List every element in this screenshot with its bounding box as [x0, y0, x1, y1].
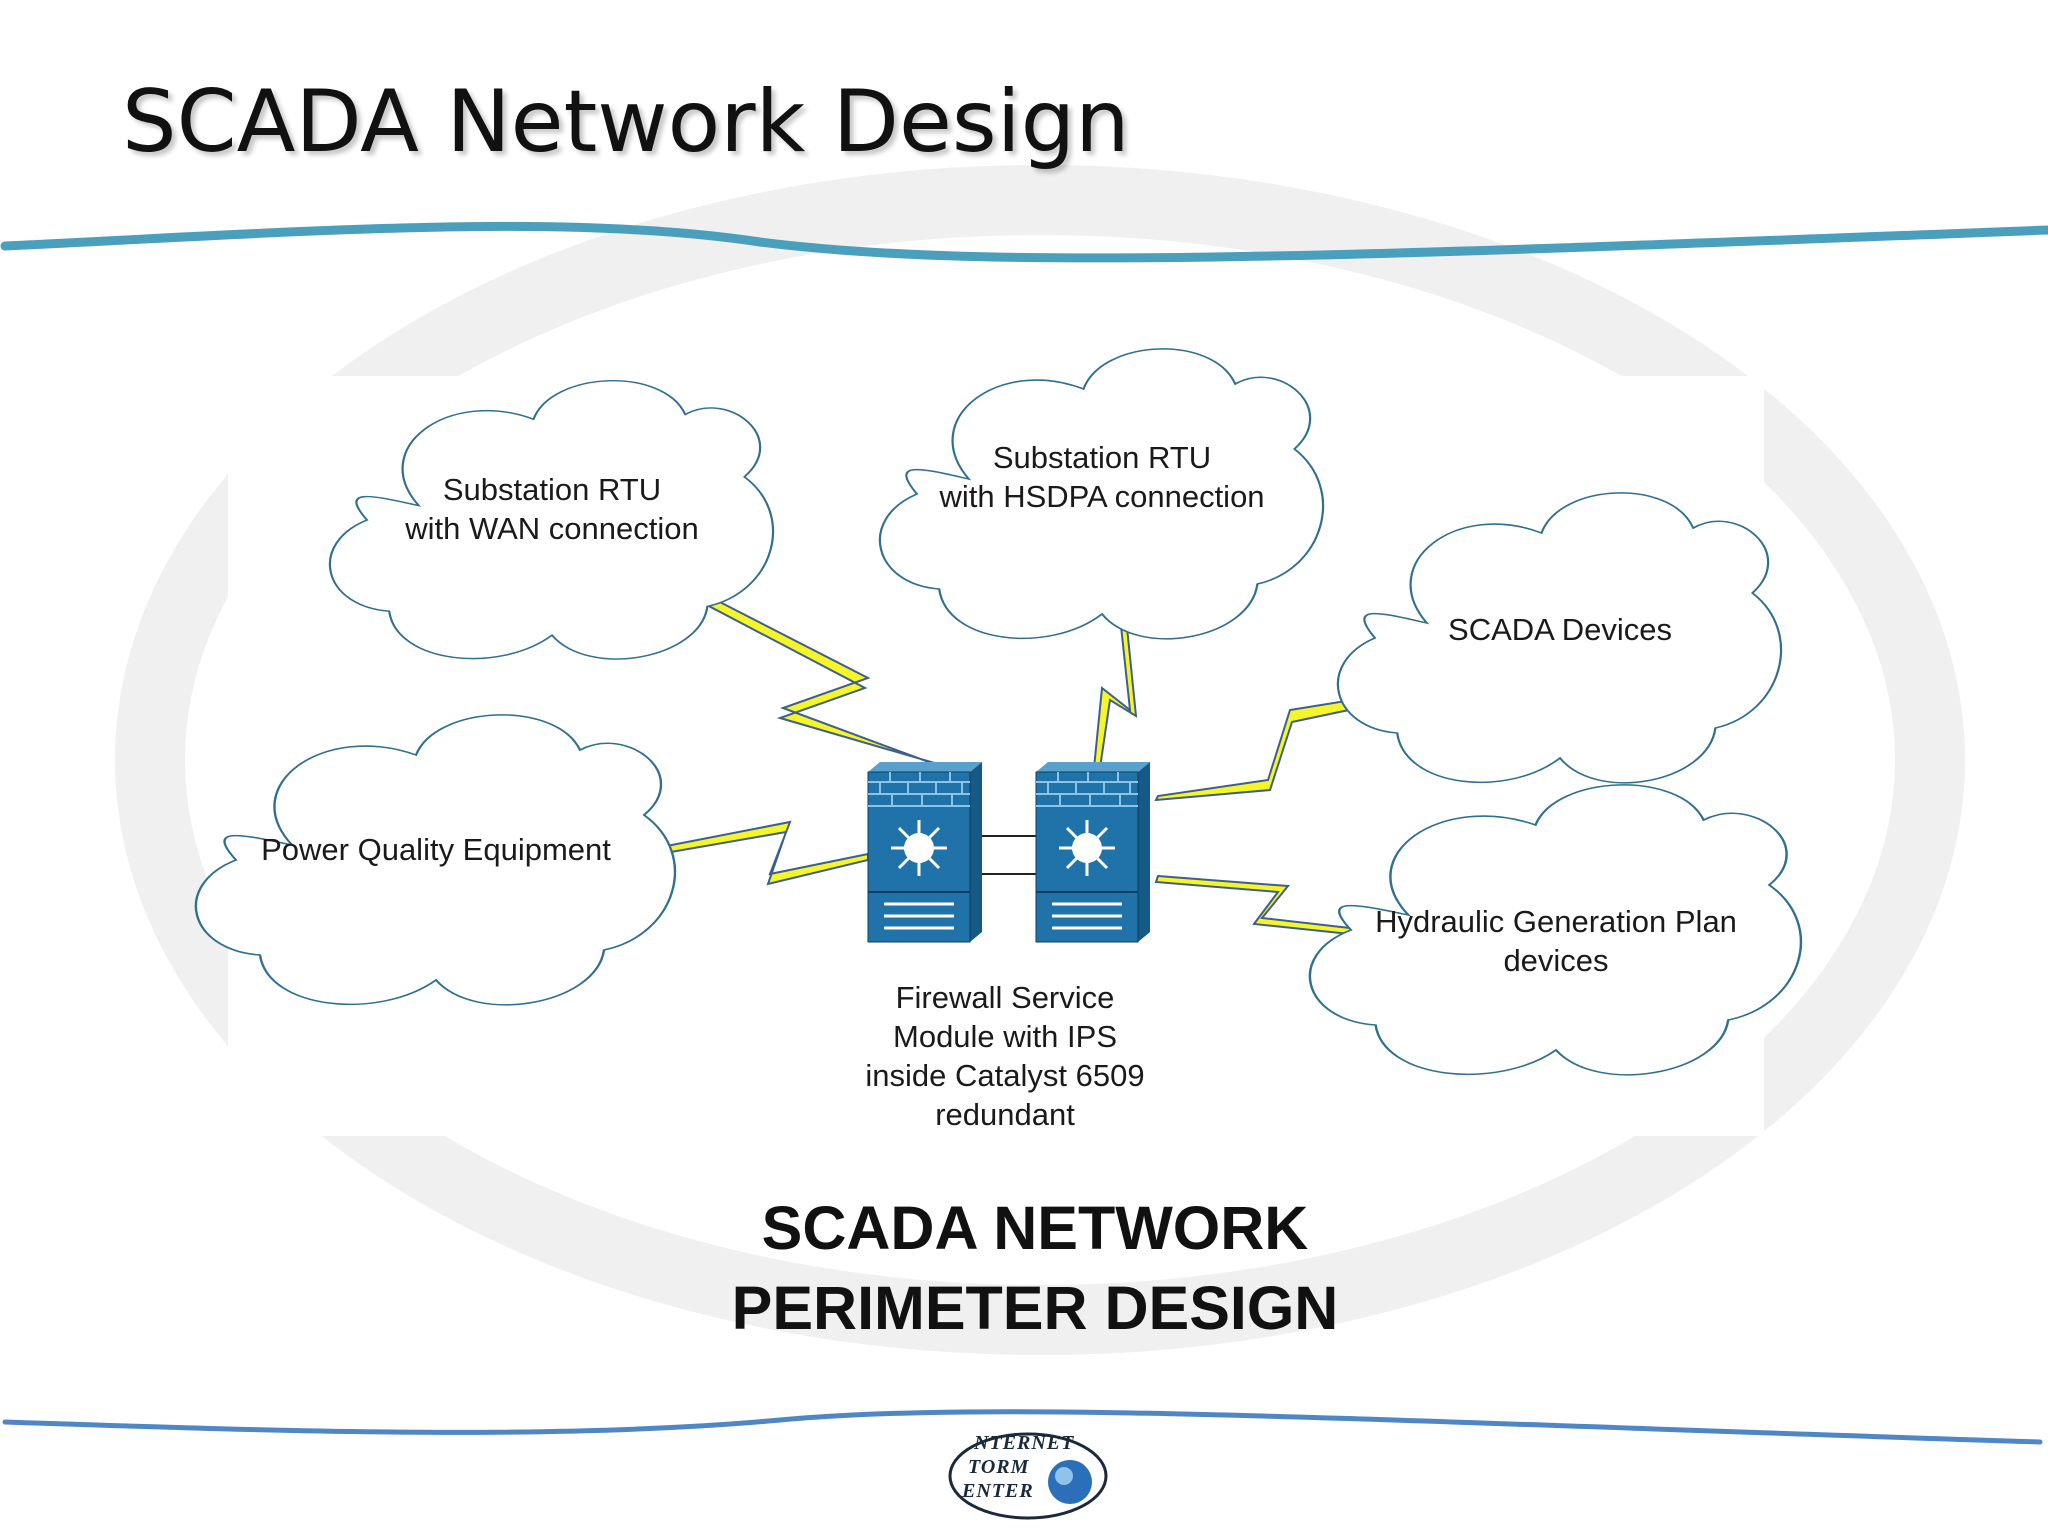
logo-line1: NTERNET: [974, 1432, 1075, 1454]
firewall-caption: Firewall Service Module with IPS inside …: [800, 978, 1210, 1134]
hydraulic-line2: devices: [1503, 943, 1609, 978]
slide-title: SCADA Network Design: [122, 72, 1130, 172]
rtu-wan-line1: Substation RTU: [442, 472, 662, 507]
cloud-label-power-quality: Power Quality Equipment: [246, 830, 626, 869]
diagram-caption: SCADA NETWORK PERIMETER DESIGN: [640, 1188, 1430, 1348]
cloud-label-rtu-hsdpa: Substation RTU with HSDPA connection: [922, 438, 1282, 516]
lightning-rtu-wan: [703, 596, 946, 769]
cloud-label-scada-devices: SCADA Devices: [1400, 610, 1720, 649]
firewall-caption-line2: Module with IPS: [893, 1019, 1117, 1054]
scada-devices-line1: SCADA Devices: [1448, 612, 1672, 647]
bottom-divider-line: [2, 1409, 2043, 1445]
rtu-hsdpa-line1: Substation RTU: [992, 440, 1212, 475]
rtu-wan-line2: with WAN connection: [405, 511, 699, 546]
firewall-caption-line3: inside Catalyst 6509: [865, 1058, 1145, 1093]
power-quality-line1: Power Quality Equipment: [261, 832, 611, 867]
rtu-hsdpa-line2: with HSDPA connection: [939, 479, 1265, 514]
diagram-caption-line1: SCADA NETWORK: [761, 1194, 1309, 1262]
cloud-label-hydraulic: Hydraulic Generation Plan devices: [1356, 902, 1756, 980]
diagram-caption-line2: PERIMETER DESIGN: [731, 1274, 1339, 1342]
firewall-module-2: [1035, 762, 1150, 943]
cloud-label-rtu-wan: Substation RTU with WAN connection: [392, 470, 712, 548]
firewall-caption-line1: Firewall Service: [895, 980, 1115, 1015]
logo-line2: TORM: [968, 1456, 1030, 1478]
top-divider-line: [0, 221, 2048, 263]
lightning-hydraulic: [1154, 874, 1351, 936]
hydraulic-line1: Hydraulic Generation Plan: [1375, 904, 1737, 939]
firewall-caption-line4: redundant: [935, 1097, 1075, 1132]
isc-logo-graphic: [948, 1432, 1108, 1520]
firewall-module-1: [867, 762, 982, 943]
lightning-power-quality: [644, 820, 869, 886]
logo-line3: ENTER: [962, 1480, 1034, 1502]
isc-logo: NTERNET TORM ENTER: [938, 1424, 1108, 1524]
background-swoosh: [115, 165, 1965, 1355]
